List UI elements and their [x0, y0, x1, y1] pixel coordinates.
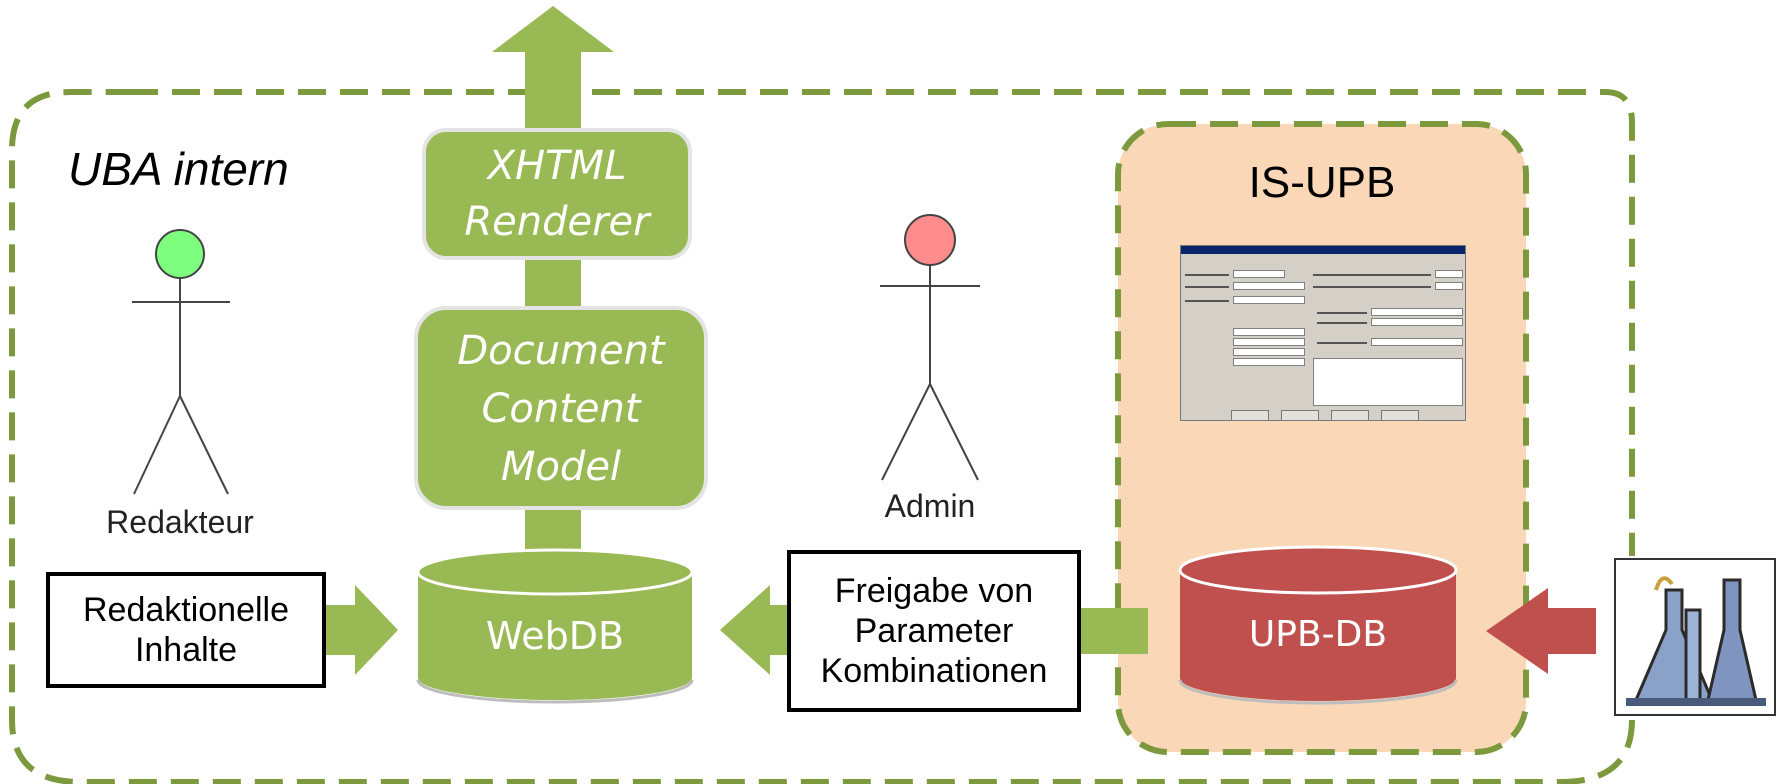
upbdb-label: UPB-DB	[1248, 614, 1388, 655]
dialog-field	[1371, 318, 1463, 326]
upbdb-cylinder	[1178, 545, 1458, 705]
redaktionelle-inhalte-box: Redaktionelle Inhalte	[46, 572, 326, 688]
dialog-button	[1331, 410, 1369, 420]
webdb-label: WebDB	[485, 614, 625, 658]
dialog-field	[1435, 282, 1463, 290]
freigabe-text: Freigabe von Parameter Kombinationen	[820, 572, 1048, 690]
document-content-model-box	[414, 306, 708, 510]
model-label: Document Content Model	[416, 322, 706, 496]
dialog-field	[1233, 328, 1305, 336]
lab-flasks-drawing	[1616, 560, 1774, 714]
uba-intern-boundary	[9, 89, 1635, 784]
redakteur-label: Redakteur	[106, 504, 254, 540]
dialog-list	[1313, 358, 1463, 406]
model-label-line3: Model	[500, 444, 622, 490]
dialog-field	[1233, 358, 1305, 366]
dialog-text-line	[1185, 274, 1229, 276]
freigabe-box: Freigabe von Parameter Kombinationen	[787, 550, 1081, 712]
admin-head-icon	[904, 214, 956, 266]
dialog-button	[1381, 410, 1419, 420]
dialog-text-line	[1185, 300, 1229, 302]
freigabe-to-webdb-arrow	[720, 585, 790, 675]
admin-label: Admin	[884, 488, 976, 524]
admin-actor	[880, 214, 980, 481]
lab-flasks-icon	[1614, 558, 1776, 716]
dialog-text-line	[1317, 312, 1367, 314]
dialog-text-line	[1317, 342, 1367, 344]
dialog-button	[1281, 410, 1319, 420]
model-label-line1: Document	[457, 328, 665, 374]
dialog-field	[1233, 348, 1305, 356]
renderer-label-line2: Renderer	[464, 199, 650, 245]
model-label-line2: Content	[481, 386, 641, 432]
dialog-field	[1233, 338, 1305, 346]
settings-dialog-screenshot	[1180, 245, 1466, 421]
redakteur-head-icon	[155, 229, 205, 279]
inhalte-to-webdb-arrow	[325, 585, 398, 675]
dialog-field	[1233, 270, 1285, 278]
dialog-titlebar	[1181, 246, 1465, 254]
redaktionelle-inhalte-text: Redaktionelle Inhalte	[82, 591, 290, 669]
webdb-cylinder	[416, 548, 694, 704]
renderer-label: XHTML Renderer	[424, 138, 690, 250]
upbdb-to-freigabe-link	[1080, 608, 1148, 654]
dialog-field	[1435, 270, 1463, 278]
dialog-field	[1233, 296, 1305, 304]
xhtml-renderer-box	[422, 128, 692, 260]
dialog-button	[1231, 410, 1269, 420]
boundary-label: UBA intern	[68, 143, 289, 195]
dialog-text-line	[1185, 286, 1229, 288]
lab-to-upbdb-arrow	[1486, 588, 1596, 674]
dialog-field	[1233, 282, 1305, 290]
dialog-field	[1371, 308, 1463, 316]
dialog-text-line	[1313, 274, 1431, 276]
dialog-text-line	[1317, 322, 1367, 324]
dialog-text-line	[1313, 286, 1431, 288]
dialog-field	[1371, 338, 1463, 346]
redakteur-actor	[132, 229, 230, 495]
is-upb-title: IS-UPB	[1248, 158, 1396, 207]
renderer-label-line1: XHTML	[487, 143, 627, 189]
